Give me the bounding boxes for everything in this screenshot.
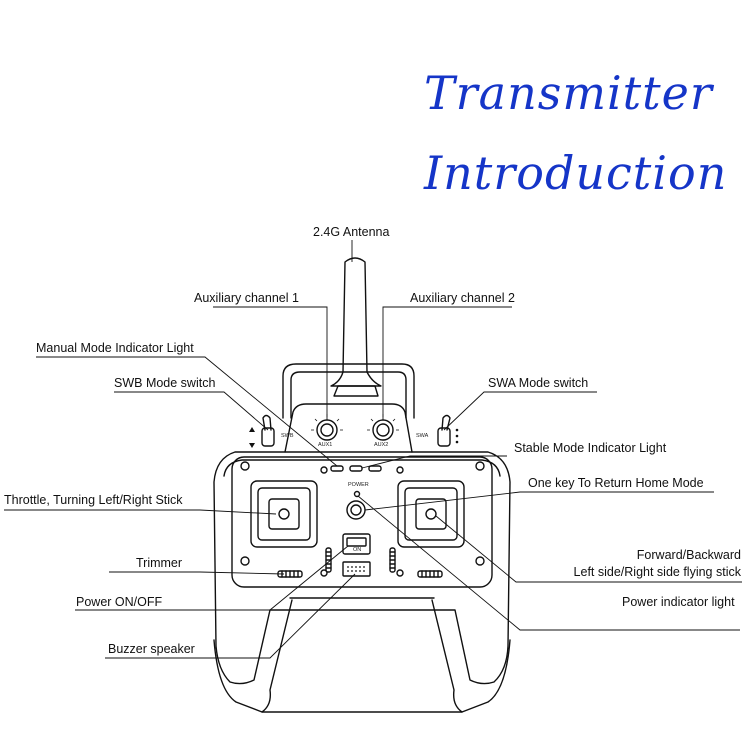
leader-swb xyxy=(114,391,269,431)
aux2-knob xyxy=(372,419,394,441)
label-trimmer: Trimmer xyxy=(136,556,183,570)
left-stick xyxy=(278,508,290,520)
leader-swa xyxy=(443,391,597,431)
return-home-light xyxy=(368,465,382,472)
leader-flying-stick xyxy=(435,515,742,583)
power-indicator-light xyxy=(353,490,361,498)
right-stick xyxy=(425,508,437,520)
device-text-power: POWER xyxy=(348,482,369,488)
leader-trimmer xyxy=(109,571,285,575)
device-text-on: ON xyxy=(353,547,362,553)
label-flying-stick-line2: Left side/Right side flying stick xyxy=(573,565,741,579)
manual-mode-light xyxy=(330,465,344,472)
device-text-aux1: AUX1 xyxy=(318,442,333,448)
label-antenna: 2.4G Antenna xyxy=(313,225,390,239)
right-grip xyxy=(431,599,511,713)
title-transmitter: Transmitter xyxy=(424,66,713,120)
face-panel xyxy=(231,456,493,588)
left-grip xyxy=(213,599,293,713)
aux1-knob xyxy=(316,419,338,441)
leader-return-home xyxy=(364,491,714,511)
leader-aux1 xyxy=(213,306,328,420)
leader-power-light xyxy=(357,495,740,631)
leader-manual-mode xyxy=(36,356,338,467)
label-stable-mode-light: Stable Mode Indicator Light xyxy=(514,441,667,455)
buzzer-speaker xyxy=(342,561,371,577)
label-flying-stick-line1: Forward/Backward xyxy=(636,548,741,562)
device-text-swb: SWB xyxy=(281,433,294,439)
right-stick-gimbal xyxy=(397,480,465,548)
swb-switch-lever xyxy=(262,414,272,431)
leader-aux2 xyxy=(382,306,512,420)
swa-switch-lever xyxy=(441,414,451,431)
label-swa-switch: SWA Mode switch xyxy=(488,376,589,390)
device-text-swa: SWA xyxy=(416,433,429,439)
return-home-button xyxy=(346,500,366,520)
device-text-aux2: AUX2 xyxy=(374,442,389,448)
label-power-light: Power indicator light xyxy=(622,595,735,609)
leader-buzzer xyxy=(105,573,356,659)
title-introduction: Introduction xyxy=(424,146,728,200)
label-throttle-stick: Throttle, Turning Left/Right Stick xyxy=(4,493,183,507)
label-manual-mode-light: Manual Mode Indicator Light xyxy=(36,341,194,355)
label-swb-switch: SWB Mode switch xyxy=(114,376,216,390)
label-buzzer: Buzzer speaker xyxy=(108,642,195,656)
label-return-home: One key To Return Home Mode xyxy=(528,476,704,490)
label-aux2: Auxiliary channel 2 xyxy=(410,291,515,305)
carry-handle xyxy=(282,363,415,419)
left-stick-gimbal xyxy=(250,480,318,548)
transmitter-body xyxy=(213,451,511,685)
antenna xyxy=(330,257,382,387)
leader-throttle xyxy=(4,509,277,515)
leader-power-switch xyxy=(75,545,349,611)
top-panel xyxy=(284,403,413,453)
power-switch xyxy=(342,533,371,555)
label-aux1: Auxiliary channel 1 xyxy=(194,291,299,305)
stable-mode-light xyxy=(349,465,363,472)
leader-stable-mode xyxy=(361,455,507,469)
label-power-switch: Power ON/OFF xyxy=(76,595,163,609)
